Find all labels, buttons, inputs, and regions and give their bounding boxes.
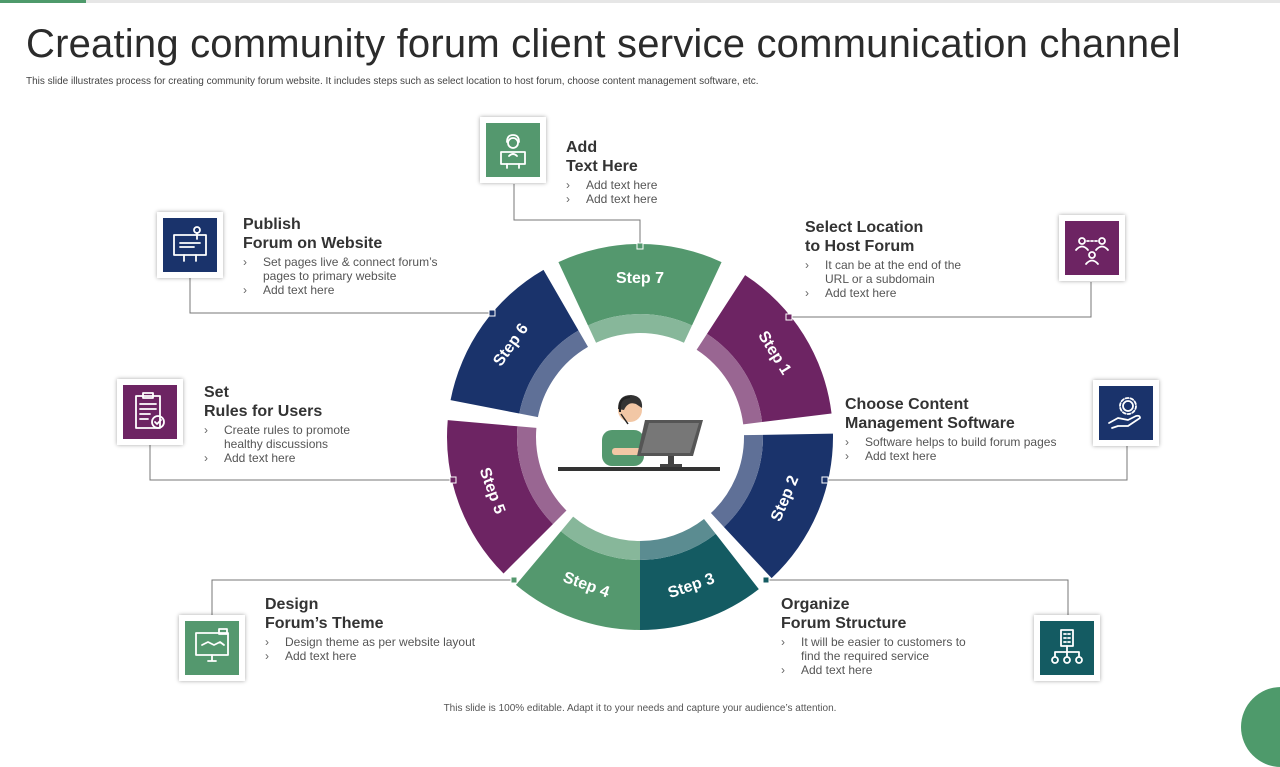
step-segment-4 <box>515 531 640 630</box>
slide-title: Creating community forum client service … <box>26 22 1181 66</box>
step-segment-7 <box>558 244 722 326</box>
step-3-bullets: It will be easier to customers to find t… <box>781 635 966 677</box>
step-5-bullets: Create rules to promote healthy discussi… <box>204 423 350 465</box>
step-3-bullet: Add text here <box>781 663 966 677</box>
step-4-bullet: Design theme as per website layout <box>265 635 475 649</box>
hand-gear-icon <box>1099 386 1153 440</box>
network-users-icon <box>1065 221 1119 275</box>
step-5-title: Set Rules for Users <box>204 384 323 420</box>
monitor-handshake-icon <box>185 621 239 675</box>
step-1-text: Select Location to Host Forum It can be a… <box>805 218 961 300</box>
connector-line-4 <box>211 579 514 615</box>
step-6-bullet: Add text here <box>243 283 438 297</box>
step-inner-ring-1 <box>696 333 763 425</box>
support-agent-icon <box>486 123 540 177</box>
step-7-bullet: Add text here <box>566 192 657 206</box>
connector-dot-7 <box>636 242 644 250</box>
step-2-title: Choose Content Management Software <box>845 396 1015 432</box>
monitor-stand <box>668 456 674 466</box>
connector-dot-3 <box>762 576 770 584</box>
step-label-7: Step 7 <box>616 270 664 287</box>
step-inner-ring-6 <box>519 330 588 418</box>
step-segment-6 <box>450 269 579 414</box>
org-structure-icon <box>1040 621 1094 675</box>
connector-line-7 <box>513 184 641 246</box>
step-2-text: Choose Content Management SoftwareSoftwa… <box>845 395 1056 463</box>
step-inner-ring-2 <box>710 434 763 527</box>
step-1-bullet: Add text here <box>805 286 961 300</box>
step-3-icon-box <box>1034 615 1100 681</box>
connector-dot-4 <box>510 576 518 584</box>
step-inner-ring-4 <box>560 516 640 560</box>
step-1-bullet: It can be at the end of the URL or a sub… <box>805 258 961 286</box>
step-1-title: Select Location to Host Forum <box>805 219 924 255</box>
step-2-bullet: Software helps to build forum pages <box>845 435 1056 449</box>
connector-line-1 <box>789 282 1092 318</box>
step-inner-ring-7 <box>588 313 692 343</box>
step-5-text: Set Rules for UsersCreate rules to promo… <box>204 383 350 465</box>
step-6-bullet: Set pages live & connect forum’s pages t… <box>243 255 438 283</box>
step-segment-3 <box>640 533 759 630</box>
slide-subtitle: This slide illustrates process for creat… <box>26 76 759 87</box>
connector-dot-5 <box>449 476 457 484</box>
step-7-icon-box <box>480 117 546 183</box>
connector-line-5 <box>149 445 453 481</box>
connector-dot-6 <box>488 309 496 317</box>
step-inner-ring-5 <box>517 426 567 524</box>
step-segment-5 <box>447 420 554 574</box>
step-2-icon-box <box>1093 380 1159 446</box>
step-4-text: Design Forum’s ThemeDesign theme as per … <box>265 595 475 663</box>
clipboard-check-icon <box>123 385 177 439</box>
step-5-bullet: Create rules to promote healthy discussi… <box>204 423 350 451</box>
step-6-title: Publish Forum on Website <box>243 216 383 252</box>
step-segment-1 <box>706 275 832 423</box>
step-6-bullets: Set pages live & connect forum’s pages t… <box>243 255 438 297</box>
connector-lines <box>149 184 1128 615</box>
step-inner-ring-3 <box>640 518 716 560</box>
connector-line-2 <box>825 445 1128 481</box>
step-segment-2 <box>723 433 833 579</box>
desk <box>558 467 720 471</box>
connector-line-3 <box>766 579 1069 615</box>
step-7-title: Add Text Here <box>566 139 638 175</box>
top-bar <box>0 0 1280 3</box>
step-7-bullet: Add text here <box>566 178 657 192</box>
step-6-icon-box <box>157 212 223 278</box>
step-3-title: Organize Forum Structure <box>781 596 907 632</box>
connector-dot-2 <box>821 476 829 484</box>
step-1-icon-box <box>1059 215 1125 281</box>
step-2-bullet: Add text here <box>845 449 1056 463</box>
step-2-bullets: Software helps to build forum pagesAdd t… <box>845 435 1056 463</box>
slide-footer: This slide is 100% editable. Adapt it to… <box>443 703 837 714</box>
step-6-text: Publish Forum on WebsiteSet pages live &… <box>243 215 438 297</box>
headset-mic <box>620 413 629 425</box>
step-3-bullet: It will be easier to customers to find t… <box>781 635 966 663</box>
connector-dot-1 <box>785 313 793 321</box>
connector-line-6 <box>189 276 492 314</box>
step-1-bullets: It can be at the end of the URL or a sub… <box>805 258 961 300</box>
step-3-text: Organize Forum Structure It will be easie… <box>781 595 966 677</box>
step-5-bullet: Add text here <box>204 451 350 465</box>
presenter-board-icon <box>163 218 217 272</box>
step-4-bullets: Design theme as per website layoutAdd te… <box>265 635 475 663</box>
step-4-bullet: Add text here <box>265 649 475 663</box>
step-4-title: Design Forum’s Theme <box>265 596 384 632</box>
support-agent-illustration <box>547 344 733 530</box>
step-4-icon-box <box>179 615 245 681</box>
top-bar-accent <box>0 0 86 3</box>
step-5-icon-box <box>117 379 183 445</box>
